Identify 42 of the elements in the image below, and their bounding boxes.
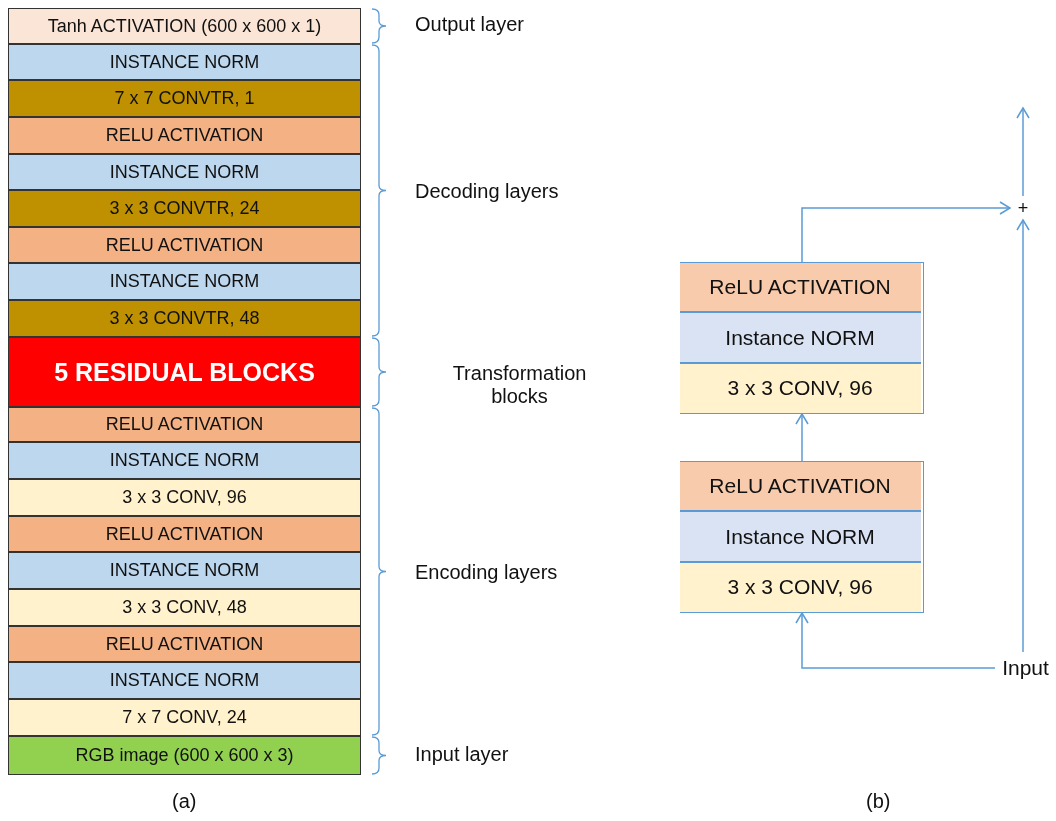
layer-label: Decoding layers xyxy=(415,180,559,203)
layer-box: 3 x 3 CONV, 96 xyxy=(679,362,921,414)
layer-label: Output layer xyxy=(415,13,524,36)
arrow xyxy=(795,413,809,462)
layer-label: Encoding layers xyxy=(415,561,558,584)
arrow xyxy=(1016,219,1030,653)
arrow xyxy=(801,201,1011,263)
plus-sign: + xyxy=(1010,196,1036,220)
layer-box: 7 x 7 CONVTR, 1 xyxy=(8,80,361,117)
layer-box: ReLU ACTIVATION xyxy=(679,261,921,313)
block-box xyxy=(680,262,924,414)
layer-label: Input layer xyxy=(415,743,509,766)
layer-box: 3 x 3 CONVTR, 24 xyxy=(8,190,361,227)
layer-box: 3 x 3 CONV, 96 xyxy=(8,479,361,516)
layer-box: RELU ACTIVATION xyxy=(8,407,361,442)
layer-label: Transformation blocks xyxy=(451,362,588,408)
layer-box: RELU ACTIVATION xyxy=(8,227,361,263)
layer-box: Instance NORM xyxy=(679,312,921,363)
layer-box: 3 x 3 CONV, 96 xyxy=(679,561,921,613)
layer-box: RELU ACTIVATION xyxy=(8,117,361,154)
arrow xyxy=(795,612,996,669)
layer-box: Instance NORM xyxy=(679,511,921,562)
layer-box: RELU ACTIVATION xyxy=(8,626,361,662)
input-label: Input xyxy=(995,652,1056,684)
arrow xyxy=(1016,107,1030,197)
layer-box: Tanh ACTIVATION (600 x 600 x 1) xyxy=(8,8,361,44)
layer-box: 3 x 3 CONVTR, 48 xyxy=(8,300,361,337)
layer-box: INSTANCE NORM xyxy=(8,442,361,479)
block-box xyxy=(680,461,924,613)
layer-box: 5 RESIDUAL BLOCKS xyxy=(8,337,361,407)
panel-label: (b) xyxy=(866,790,891,813)
layer-box: INSTANCE NORM xyxy=(8,552,361,589)
layer-box: 7 x 7 CONV, 24 xyxy=(8,699,361,736)
layer-box: INSTANCE NORM xyxy=(8,154,361,190)
layer-box: ReLU ACTIVATION xyxy=(679,460,921,512)
layer-box: 3 x 3 CONV, 48 xyxy=(8,589,361,626)
layer-box: RGB image (600 x 600 x 3) xyxy=(8,736,361,775)
layer-box: RELU ACTIVATION xyxy=(8,516,361,552)
panel-label: (a) xyxy=(172,790,197,813)
layer-box: INSTANCE NORM xyxy=(8,662,361,699)
layer-box: INSTANCE NORM xyxy=(8,44,361,80)
layer-box: INSTANCE NORM xyxy=(8,263,361,300)
